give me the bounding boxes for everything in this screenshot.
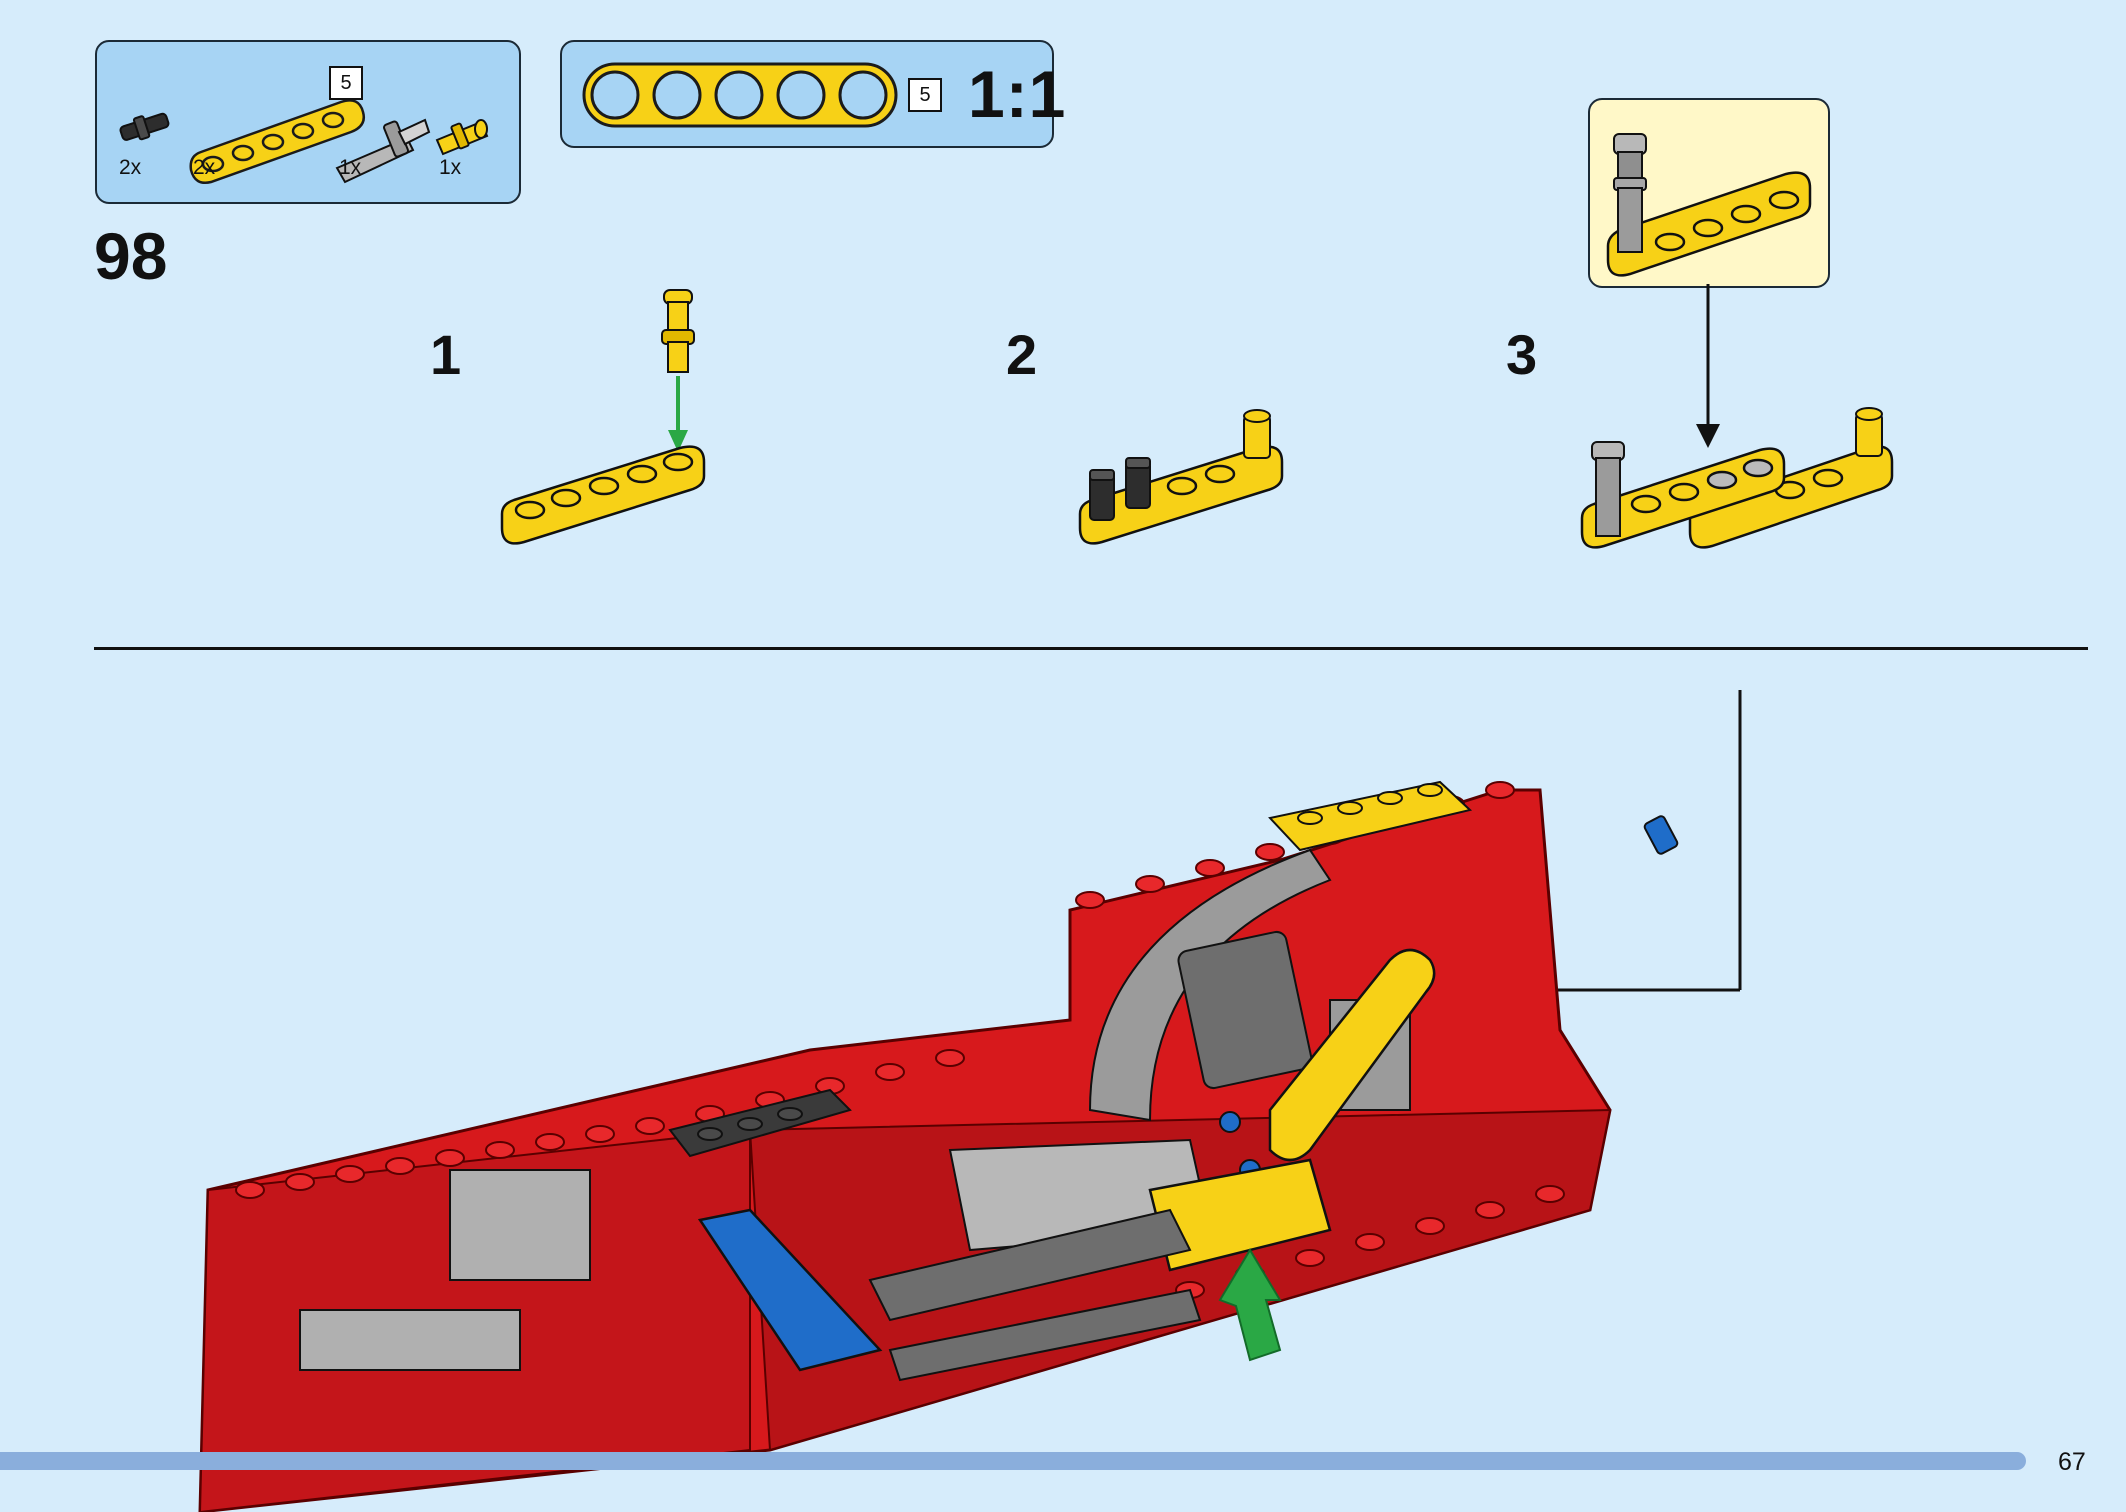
yellow-pin-icon xyxy=(1243,409,1271,459)
yellow-beam-icon xyxy=(1606,171,1812,277)
part-quantity: 2x xyxy=(119,156,142,179)
parts-list-box: 5 2x 2x 1x 1x xyxy=(95,40,521,204)
page-progress-bar xyxy=(0,1452,2026,1470)
yellow-beam-icon xyxy=(500,445,706,545)
part-quantity: 1x xyxy=(339,156,362,179)
ruler-length-badge: 5 xyxy=(908,78,942,112)
section-divider xyxy=(94,647,2088,650)
substep-label: 1 xyxy=(430,323,462,386)
scale-ruler-box: 5 1:1 xyxy=(560,40,1065,148)
parts-list-art xyxy=(119,99,489,184)
dark-grey-tiles xyxy=(868,1208,1202,1382)
substep-label: 2 xyxy=(1006,323,1038,386)
scale-label: 1:1 xyxy=(968,57,1067,131)
step-number: 98 xyxy=(94,219,168,293)
grey-axle-pin-icon xyxy=(335,118,431,184)
light-grey-blocks xyxy=(299,1169,591,1371)
main-model-illustration xyxy=(198,690,1742,1512)
callout-art xyxy=(1606,133,1812,277)
ruler-beam-art xyxy=(582,62,898,128)
substep-3-illustration xyxy=(1580,284,1894,549)
push-arrow-icon xyxy=(1218,1248,1282,1362)
blue-pin xyxy=(1643,815,1679,855)
part-quantity: 1x xyxy=(439,156,462,179)
yellow-beam-icon xyxy=(1580,447,1786,549)
red-studs xyxy=(235,781,1565,1299)
yellow-pin-icon xyxy=(435,119,489,156)
grey-axle-pin-icon xyxy=(1613,133,1647,253)
page-number: 67 xyxy=(2058,1448,2086,1476)
substep-2-illustration xyxy=(1078,409,1284,545)
part-quantity: 2x xyxy=(193,156,216,179)
black-axle-pin-icon xyxy=(1125,457,1151,509)
yellow-beam-icon xyxy=(189,99,365,184)
beam-length-badge: 5 xyxy=(329,66,363,100)
blue-tile xyxy=(697,1208,883,1372)
black-brick-plate xyxy=(668,1088,852,1158)
black-axle-pin-icon xyxy=(1089,469,1115,521)
insert-arrow-icon xyxy=(668,376,688,452)
substep-1-illustration xyxy=(500,289,706,545)
yellow-pin-icon xyxy=(661,289,695,373)
down-arrow-icon xyxy=(1696,284,1720,448)
yellow-beam-icon xyxy=(1078,445,1284,545)
yellow-plate xyxy=(1268,780,1473,852)
red-brick-base xyxy=(198,788,1612,1512)
callout-box xyxy=(1588,98,1830,288)
substep-label: 3 xyxy=(1506,323,1538,386)
black-axle-pin-icon xyxy=(119,112,170,141)
grey-axle-pin-icon xyxy=(1591,441,1625,537)
